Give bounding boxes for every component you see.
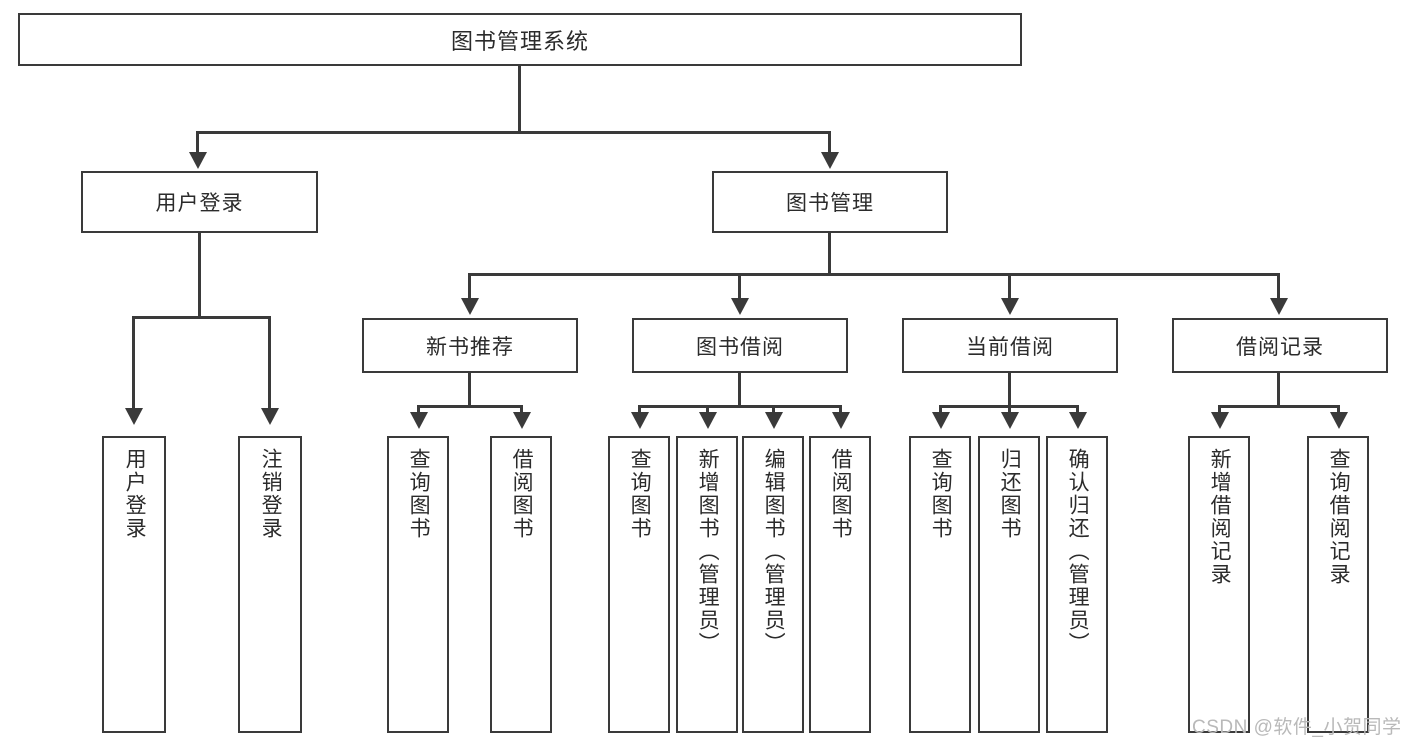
node-current-borrow[interactable]: 当前借阅 bbox=[902, 318, 1118, 373]
connector-br-bus bbox=[1218, 405, 1340, 408]
leaf-borrow-book-2[interactable]: 借阅图书 bbox=[809, 436, 871, 733]
connector-user-login-stem bbox=[198, 233, 201, 318]
leaf-query-book-1[interactable]: 查询图书 bbox=[387, 436, 449, 733]
connector-nbr-stem bbox=[468, 373, 471, 407]
connector-br-drop-2 bbox=[1337, 405, 1340, 413]
node-label: 借阅记录 bbox=[1236, 335, 1324, 359]
connector-bm-drop-3 bbox=[1008, 273, 1011, 299]
connector-br-drop-1 bbox=[1218, 405, 1221, 413]
leaf-edit-book[interactable]: 编辑图书（管理员） bbox=[742, 436, 804, 733]
connector-nbr-drop-1 bbox=[417, 405, 420, 413]
arrowhead-book-manage bbox=[821, 152, 839, 169]
node-label: 注销登录 bbox=[259, 448, 283, 540]
arrowhead-leaf-confirm-return bbox=[1069, 412, 1087, 429]
connector-root-to-user-login bbox=[196, 131, 199, 153]
node-label: 查询借阅记录 bbox=[1327, 448, 1351, 586]
node-label: 查询图书 bbox=[628, 448, 652, 540]
node-label: 查询图书 bbox=[407, 448, 431, 540]
arrowhead-leaf-edit-book bbox=[765, 412, 783, 429]
connector-bm-drop-4 bbox=[1277, 273, 1280, 299]
connector-bb-drop-3 bbox=[772, 405, 775, 413]
node-label: 用户登录 bbox=[155, 192, 244, 215]
arrowhead-leaf-query-record bbox=[1330, 412, 1348, 429]
node-root-system[interactable]: 图书管理系统 bbox=[18, 13, 1022, 66]
connector-cb-stem bbox=[1008, 373, 1011, 407]
connector-cb-drop-1 bbox=[939, 405, 942, 413]
leaf-user-login[interactable]: 用户登录 bbox=[102, 436, 166, 733]
arrowhead-leaf-query-book-3 bbox=[932, 412, 950, 429]
connector-root-bus bbox=[196, 131, 830, 134]
node-label: 当前借阅 bbox=[966, 335, 1054, 359]
node-new-book-recommend[interactable]: 新书推荐 bbox=[362, 318, 578, 373]
node-label: 新增图书（管理员） bbox=[696, 448, 720, 655]
node-label: 查询图书 bbox=[929, 448, 953, 540]
arrowhead-leaf-borrow-book-2 bbox=[832, 412, 850, 429]
connector-root-stem bbox=[518, 66, 521, 133]
node-label: 图书管理系统 bbox=[450, 28, 589, 54]
node-label: 确认归还（管理员） bbox=[1066, 448, 1090, 655]
arrowhead-borrow-record bbox=[1270, 298, 1288, 315]
arrowhead-leaf-borrow-book-1 bbox=[513, 412, 531, 429]
node-label: 图书借阅 bbox=[696, 335, 784, 359]
node-label: 借阅图书 bbox=[510, 448, 534, 540]
connector-root-to-book-manage bbox=[828, 131, 831, 153]
arrowhead-leaf-user-login bbox=[125, 408, 143, 425]
arrowhead-leaf-query-book-1 bbox=[410, 412, 428, 429]
arrowhead-current-borrow bbox=[1001, 298, 1019, 315]
leaf-add-book[interactable]: 新增图书（管理员） bbox=[676, 436, 738, 733]
leaf-confirm-return[interactable]: 确认归还（管理员） bbox=[1046, 436, 1108, 733]
connector-user-login-drop-1 bbox=[132, 316, 135, 409]
connector-book-manage-stem bbox=[828, 233, 831, 275]
node-label: 新增借阅记录 bbox=[1208, 448, 1232, 586]
connector-user-login-bus bbox=[132, 316, 270, 319]
connector-book-manage-bus bbox=[468, 273, 1280, 276]
node-borrow-record[interactable]: 借阅记录 bbox=[1172, 318, 1388, 373]
node-user-login[interactable]: 用户登录 bbox=[81, 171, 318, 233]
arrowhead-book-borrow bbox=[731, 298, 749, 315]
arrowhead-leaf-query-book-2 bbox=[631, 412, 649, 429]
leaf-query-book-2[interactable]: 查询图书 bbox=[608, 436, 670, 733]
connector-br-stem bbox=[1277, 373, 1280, 407]
leaf-query-record[interactable]: 查询借阅记录 bbox=[1307, 436, 1369, 733]
connector-bm-drop-2 bbox=[738, 273, 741, 299]
connector-nbr-drop-2 bbox=[520, 405, 523, 413]
leaf-logout-login[interactable]: 注销登录 bbox=[238, 436, 302, 733]
connector-bb-drop-2 bbox=[706, 405, 709, 413]
connector-cb-drop-2 bbox=[1008, 405, 1011, 413]
connector-bm-drop-1 bbox=[468, 273, 471, 299]
leaf-return-book[interactable]: 归还图书 bbox=[978, 436, 1040, 733]
connector-bb-stem bbox=[738, 373, 741, 407]
connector-user-login-drop-2 bbox=[268, 316, 271, 409]
arrowhead-leaf-add-record bbox=[1211, 412, 1229, 429]
arrowhead-user-login bbox=[189, 152, 207, 169]
node-label: 借阅图书 bbox=[829, 448, 853, 540]
node-label: 新书推荐 bbox=[426, 335, 514, 359]
leaf-add-record[interactable]: 新增借阅记录 bbox=[1188, 436, 1250, 733]
connector-cb-drop-3 bbox=[1076, 405, 1079, 413]
node-label: 编辑图书（管理员） bbox=[762, 448, 786, 655]
node-label: 用户登录 bbox=[123, 448, 147, 540]
node-book-manage[interactable]: 图书管理 bbox=[712, 171, 948, 233]
node-label: 归还图书 bbox=[998, 448, 1022, 540]
connector-bb-drop-1 bbox=[638, 405, 641, 413]
arrowhead-leaf-add-book bbox=[699, 412, 717, 429]
leaf-query-book-3[interactable]: 查询图书 bbox=[909, 436, 971, 733]
node-book-borrow[interactable]: 图书借阅 bbox=[632, 318, 848, 373]
connector-bb-drop-4 bbox=[839, 405, 842, 413]
arrowhead-new-book-recommend bbox=[461, 298, 479, 315]
leaf-borrow-book-1[interactable]: 借阅图书 bbox=[490, 436, 552, 733]
arrowhead-leaf-return-book bbox=[1001, 412, 1019, 429]
node-label: 图书管理 bbox=[786, 192, 874, 215]
connector-bb-bus bbox=[638, 405, 842, 408]
arrowhead-leaf-logout-login bbox=[261, 408, 279, 425]
watermark-text: CSDN @软件_小贺同学 bbox=[1192, 717, 1402, 738]
connector-nbr-bus bbox=[417, 405, 523, 408]
